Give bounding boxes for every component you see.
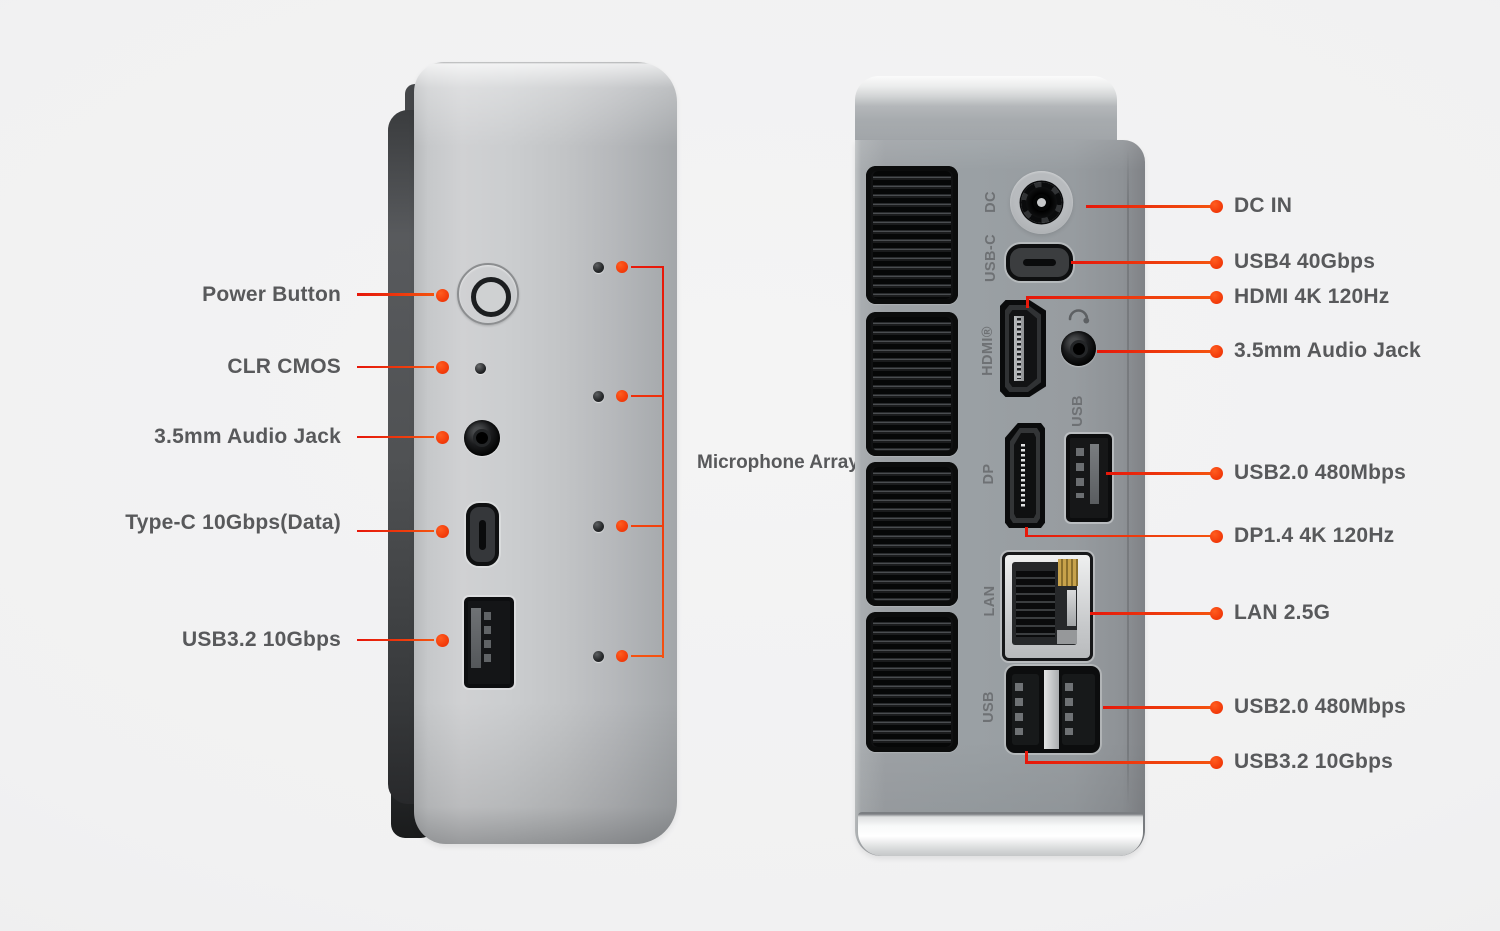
callout-label-power-button: Power Button [202, 283, 341, 306]
callout-line [1106, 472, 1211, 475]
vent-grille-4 [866, 612, 958, 752]
panel-label-usb-bottom: USB [981, 691, 997, 723]
vent-grille-2 [866, 312, 958, 456]
callout-line [1026, 296, 1211, 299]
callout-dot [1210, 529, 1223, 543]
callout-label-hdmi: HDMI 4K 120Hz [1234, 285, 1390, 308]
callout-line [357, 435, 434, 438]
callout-line [357, 365, 434, 368]
usb4-type-c-port-rear [1006, 244, 1073, 281]
callout-line [1097, 350, 1211, 353]
lan-port-tab [1057, 630, 1077, 644]
callout-dot [1210, 606, 1223, 620]
callout-dot [436, 431, 449, 444]
callout-line [357, 529, 434, 532]
callout-dot [436, 289, 449, 302]
callout-label-audio-jack-rear: 3.5mm Audio Jack [1234, 339, 1421, 362]
panel-label-usb-top: USB [1070, 395, 1086, 427]
callout-stub [1026, 297, 1029, 308]
callout-dot [1210, 344, 1223, 358]
callout-dot [436, 634, 449, 647]
callout-line [357, 638, 434, 641]
type-c-port-front [466, 503, 499, 566]
callout-dot [1210, 755, 1223, 769]
callout-stub [1025, 527, 1028, 536]
callout-label-dp: DP1.4 4K 120Hz [1234, 524, 1395, 547]
callout-dot [616, 390, 628, 402]
callout-label-lan: LAN 2.5G [1234, 601, 1331, 624]
device-bottom-base [858, 812, 1143, 856]
power-button-outer-ring [457, 263, 519, 325]
callout-label-usb2-bottom: USB2.0 480Mbps [1234, 695, 1407, 718]
displayport-port-cavity [1014, 433, 1036, 518]
callout-label-usb4: USB4 40Gbps [1234, 250, 1376, 273]
usb2-port-bottom-left [1012, 674, 1039, 745]
panel-label-dp: DP [981, 463, 997, 485]
callout-label-microphone-array: Microphone Array [697, 452, 859, 473]
callout-dot [436, 361, 449, 374]
callout-line [1025, 534, 1211, 537]
microphone-hole-3 [593, 520, 604, 532]
callout-line [357, 293, 434, 296]
microphone-hole-2 [593, 390, 604, 402]
callout-label-audio-jack-front: 3.5mm Audio Jack [154, 425, 341, 448]
bracket-stub [631, 654, 664, 658]
callout-label-usb32-rear: USB3.2 10Gbps [1234, 750, 1393, 773]
panel-label-hdmi: HDMI® [980, 326, 996, 376]
hdmi-port-pins [1017, 318, 1021, 379]
callout-line [1025, 761, 1211, 764]
dual-usb-divider [1044, 670, 1059, 749]
callout-line [1090, 612, 1211, 615]
clr-cmos-pinhole [475, 363, 486, 374]
bracket-stub [631, 524, 664, 528]
callout-label-clr-cmos: CLR CMOS [227, 355, 341, 378]
usb32-port-bottom-right [1062, 674, 1095, 745]
callout-dot [1210, 466, 1223, 480]
callout-label-usb2-top: USB2.0 480Mbps [1234, 461, 1407, 484]
audio-jack-port-front [464, 420, 500, 456]
callout-label-dc-in: DC IN [1234, 194, 1293, 217]
callout-dot [1210, 199, 1223, 213]
callout-dot [616, 650, 628, 662]
panel-label-usb-c: USB-C [983, 234, 999, 282]
bracket-line [661, 265, 664, 658]
power-button [471, 277, 511, 317]
callout-dot [436, 525, 449, 538]
lan-port-pins [1016, 571, 1055, 637]
callout-line [1103, 706, 1211, 709]
vent-grille-3 [866, 462, 958, 606]
usb2-port-rear [1066, 434, 1112, 522]
lan-port-clip-slot [1067, 590, 1076, 626]
microphone-hole-4 [593, 650, 604, 662]
lan-port-contacts [1058, 559, 1078, 586]
headset-icon [1068, 309, 1090, 324]
callout-label-usb32-front: USB3.2 10Gbps [182, 628, 341, 651]
callout-line [1086, 205, 1211, 208]
device-front-face [414, 62, 677, 844]
callout-label-type-c: Type-C 10Gbps(Data) [125, 511, 341, 534]
audio-jack-port-rear [1061, 331, 1096, 366]
callout-line [1071, 261, 1211, 264]
bracket-stub [631, 265, 664, 269]
microphone-hole-1 [593, 261, 604, 273]
panel-label-dc: DC [983, 191, 999, 213]
dc-in-port-pin [1037, 198, 1046, 207]
device-side-seam [1127, 150, 1129, 805]
callout-stub [1025, 751, 1028, 762]
callout-dot [1210, 290, 1223, 304]
bracket-stub [631, 394, 664, 398]
callout-dot [616, 520, 628, 532]
panel-label-lan: LAN [982, 585, 998, 617]
vent-grille-1 [866, 166, 958, 304]
callout-dot [1210, 700, 1223, 714]
displayport-port-pins [1021, 444, 1025, 508]
usb-a-port-front [464, 597, 514, 688]
callout-dot [616, 261, 628, 273]
callout-dot [1210, 255, 1223, 269]
